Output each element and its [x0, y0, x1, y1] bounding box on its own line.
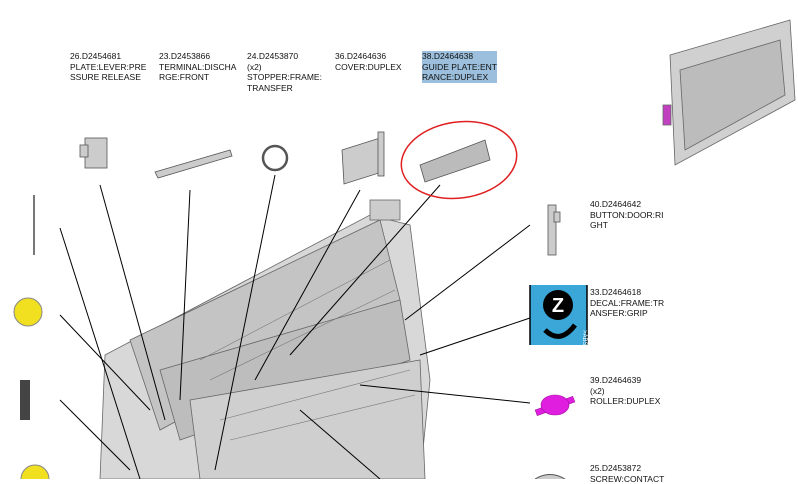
yellow-gear-illustration-2 [20, 464, 50, 479]
assembly-overview-illustration [662, 19, 796, 166]
part-39-roller [534, 394, 576, 417]
decal-letter: Z [552, 295, 564, 317]
main-assembly-illustration [99, 199, 431, 479]
bracket-illustration [20, 380, 30, 420]
decal-text: >ABS< [581, 330, 587, 350]
part-24-illustration [261, 144, 289, 172]
part-23-illustration [154, 149, 233, 179]
part-26-illustration [79, 137, 108, 169]
yellow-gear-illustration [13, 297, 43, 327]
part-39-label[interactable]: 39.D2464639(x2)ROLLER:DUPLEX [590, 375, 661, 406]
highlight-circle [400, 120, 518, 200]
part-24-label[interactable]: 24.D2453870(x2)STOPPER:FRAME:TRANSFER [247, 51, 322, 93]
part-40-illustration [547, 204, 561, 256]
part-36-illustration [341, 131, 385, 185]
leader-lines [59, 174, 531, 479]
part-25-illustration [534, 474, 566, 479]
part-33-decal: Z >ABS< [529, 285, 588, 350]
part-38-illustration [400, 120, 518, 200]
